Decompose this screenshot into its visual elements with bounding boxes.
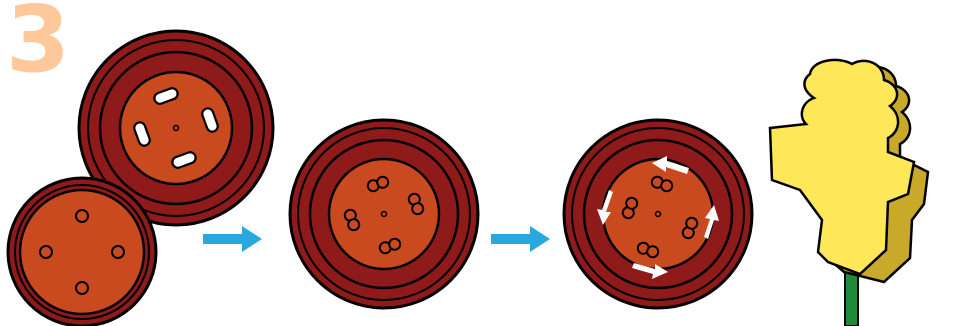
pin-connector-icon [6, 176, 158, 326]
blue-arrow-icon [491, 226, 550, 252]
rotation-arrow-icon [597, 156, 719, 279]
twist-lock-icon [562, 118, 754, 310]
yellow-figure-icon [768, 58, 930, 326]
assembled-connector-icon [288, 118, 480, 310]
step-number: 3 [6, 0, 71, 93]
slotted-socket-icon [77, 29, 275, 227]
blue-arrow-icon [203, 226, 262, 252]
